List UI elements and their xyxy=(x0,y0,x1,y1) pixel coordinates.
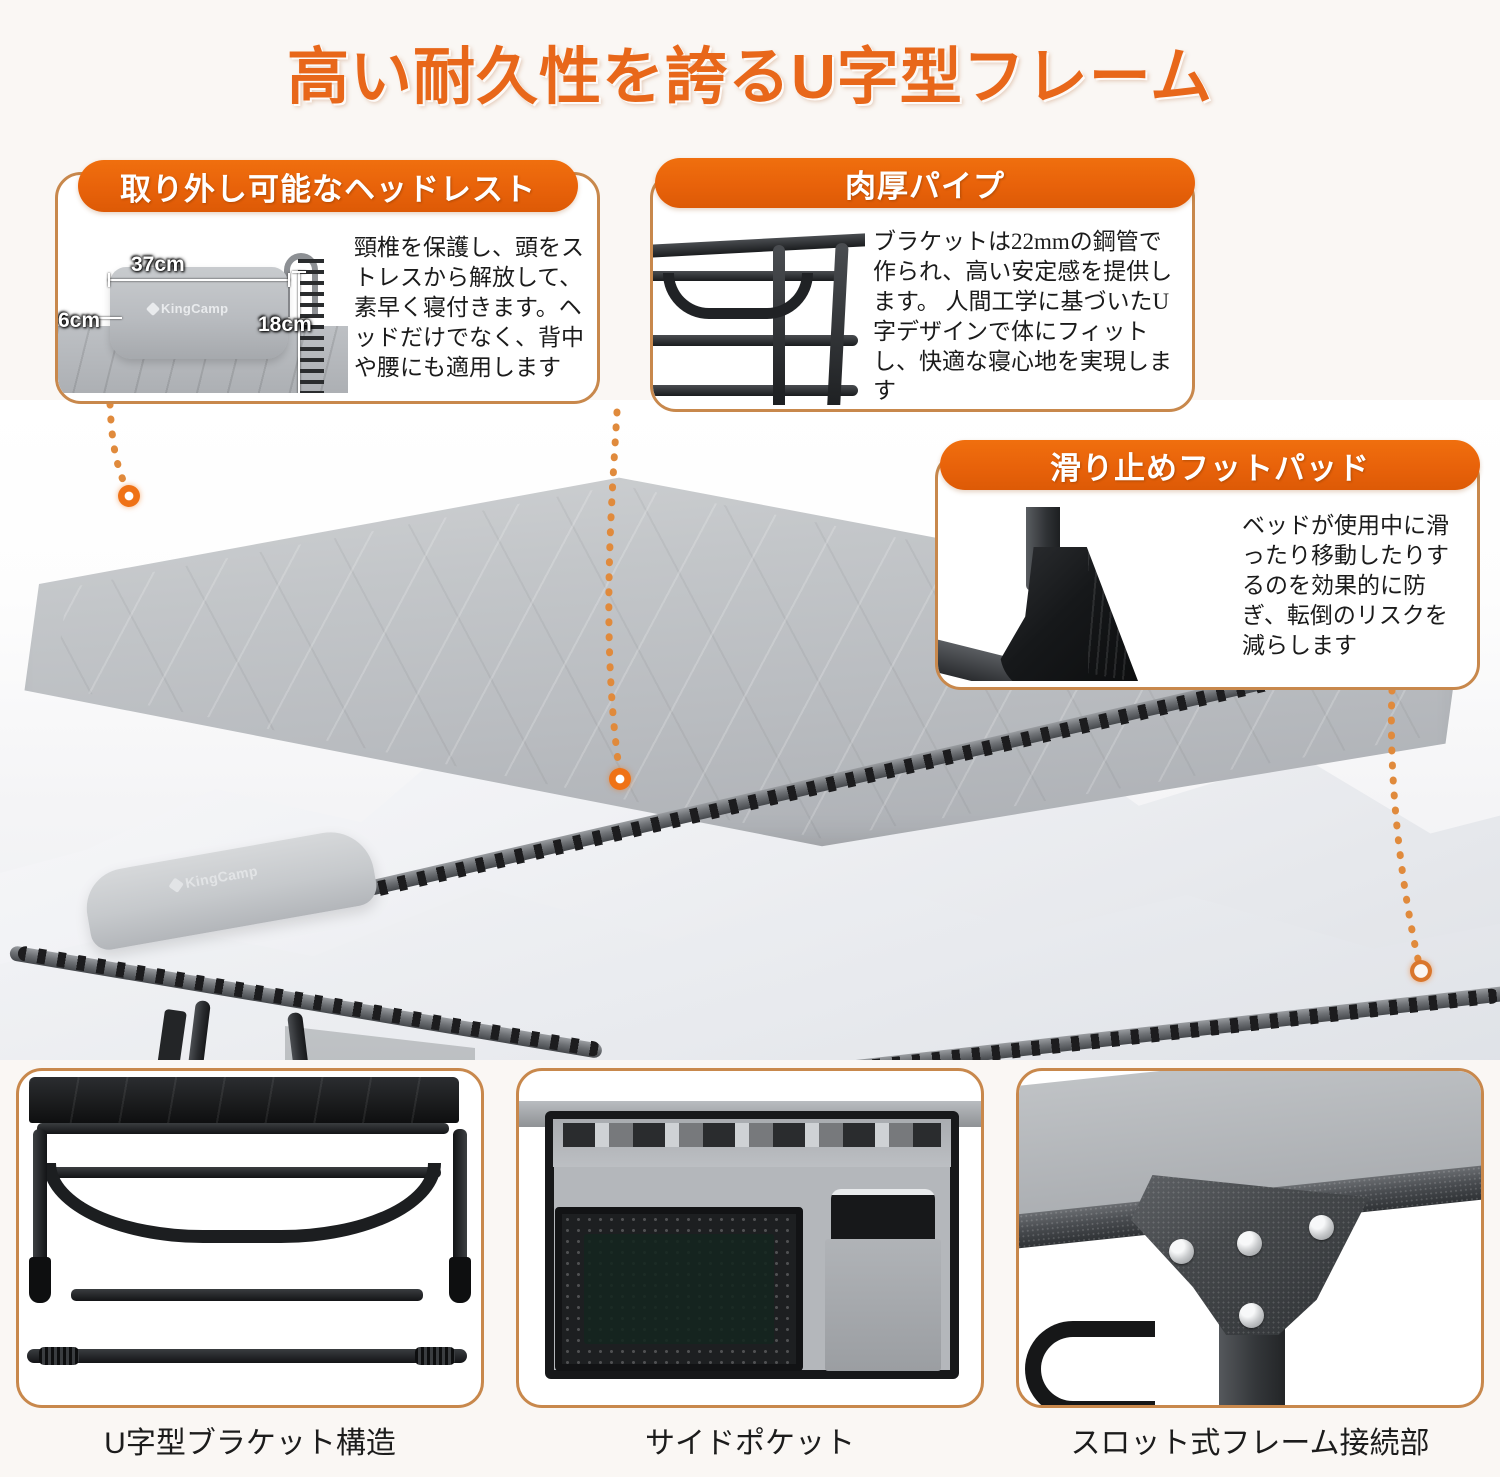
callout-pipe-text: ブラケットは22mmの鋼管で作られ、高い安定感を提供します。 人間工学に基づいた… xyxy=(873,229,1173,404)
connector-endpoint-pipe xyxy=(609,768,631,790)
headrest-pad xyxy=(110,267,288,359)
connector-endpoint-headrest xyxy=(118,485,140,507)
panel-slot-frame xyxy=(1016,1068,1484,1408)
callout-footpad-text: ベッドが使用中に滑ったり移動したりするのを効果的に防ぎ、転倒のリスクを減らします xyxy=(1242,513,1449,658)
bottom-panel-row: U字型ブラケット構造 サイドポケット スロット式フレーム接続部 xyxy=(0,1068,1500,1476)
connector-endpoint-footpad xyxy=(1410,960,1432,982)
callout-pipe-body: ブラケットは22mmの鋼管で作られ、高い安定感を提供します。 人間工学に基づいた… xyxy=(653,175,1192,409)
callout-footpad-heading: 滑り止めフットパッド xyxy=(940,440,1480,490)
callout-pipe-heading: 肉厚パイプ xyxy=(655,158,1195,208)
dim-label-width: 37cm xyxy=(131,253,185,276)
panel3-rivet-2 xyxy=(1237,1231,1262,1256)
dim-tick-width-left xyxy=(108,273,110,287)
headrest-brand-text: KingCamp xyxy=(161,301,229,316)
panel2-mesh-pocket xyxy=(555,1207,803,1371)
panel1-bottom-rod xyxy=(27,1347,467,1365)
panel1-foot-left xyxy=(29,1257,51,1303)
dim-tick-width-right xyxy=(288,273,290,287)
panel3-rivet-4 xyxy=(1239,1303,1264,1328)
pipe-leg-1 xyxy=(773,245,785,405)
panel2-phone-slot xyxy=(825,1239,941,1371)
callout-headrest-heading: 取り外し可能なヘッドレスト xyxy=(78,160,578,212)
panel1-side-leg-right xyxy=(453,1129,467,1299)
panel-side-pocket xyxy=(516,1068,984,1408)
panel1-bar-1 xyxy=(37,1123,449,1134)
footpad-ridges xyxy=(1088,551,1136,681)
panel1-bar-2 xyxy=(49,1167,441,1178)
pipe-bar-lower xyxy=(653,385,858,396)
panel1-foot-right xyxy=(449,1257,471,1303)
dim-label-height: 18cm xyxy=(258,313,312,336)
hero-bracket-left xyxy=(155,1008,187,1060)
pipe-frame-art xyxy=(653,225,865,405)
dim-rule-width xyxy=(108,279,290,281)
pipe-u-bracket xyxy=(663,273,813,319)
panel-caption-slot-frame: スロット式フレーム接続部 xyxy=(1070,1427,1430,1460)
panel3-rivet-1 xyxy=(1169,1239,1194,1264)
pipe-bar-top xyxy=(653,232,865,259)
cot-bungee-cord-front xyxy=(514,987,1500,1060)
panel1-bar-3 xyxy=(71,1289,423,1301)
dim-rule-height xyxy=(298,271,300,393)
panel1-u-shape-bracket xyxy=(43,1163,441,1243)
panel2-stored-items xyxy=(563,1123,941,1147)
kingcamp-diamond-icon xyxy=(145,301,161,317)
panel-caption-u-bracket: U字型ブラケット構造 xyxy=(104,1427,396,1460)
dim-tick-height-top xyxy=(292,271,306,273)
callout-headrest-text: 頸椎を保護し、頭をストレスから解放して、素早く寝付きます。ヘッドだけでなく、背中… xyxy=(354,235,584,380)
callout-footpad: ベッドが使用中に滑ったり移動したりするのを効果的に防ぎ、転倒のリスクを減らします xyxy=(935,452,1480,690)
panel3-hook-bar xyxy=(1025,1321,1155,1405)
callout-headrest-body: KingCamp 37cm 6cm 18cm 頸椎を保護し、頭をストレスから解放… xyxy=(58,175,597,401)
headrest-brand-logo: KingCamp xyxy=(145,301,229,317)
panel3-rivet-3 xyxy=(1309,1215,1334,1240)
hero-pillow xyxy=(80,825,380,953)
callout-footpad-photo xyxy=(938,507,1238,681)
callout-headrest-photo: KingCamp 37cm 6cm 18cm xyxy=(58,231,348,393)
dim-rule-depth xyxy=(88,317,122,319)
page-title: 高い耐久性を誇るU字型フレーム xyxy=(287,43,1213,112)
panel-u-bracket xyxy=(16,1068,484,1408)
panel-caption-side-pocket: サイドポケット xyxy=(645,1427,855,1460)
panel1-mattress-edge xyxy=(29,1077,459,1123)
kingcamp-diamond-icon xyxy=(168,877,184,893)
pipe-bar-mid xyxy=(653,335,858,346)
callout-footpad-body: ベッドが使用中に滑ったり移動したりするのを効果的に防ぎ、転倒のリスクを減らします xyxy=(938,455,1477,687)
callout-pipe-photo xyxy=(653,225,865,405)
panel1-side-leg-left xyxy=(33,1129,47,1299)
pipe-leg-2 xyxy=(826,242,849,405)
dim-label-depth: 6cm xyxy=(58,309,101,332)
callout-pipe: ブラケットは22mmの鋼管で作られ、高い安定感を提供します。 人間工学に基づいた… xyxy=(650,172,1195,412)
headrest-spring-cord xyxy=(298,259,324,393)
